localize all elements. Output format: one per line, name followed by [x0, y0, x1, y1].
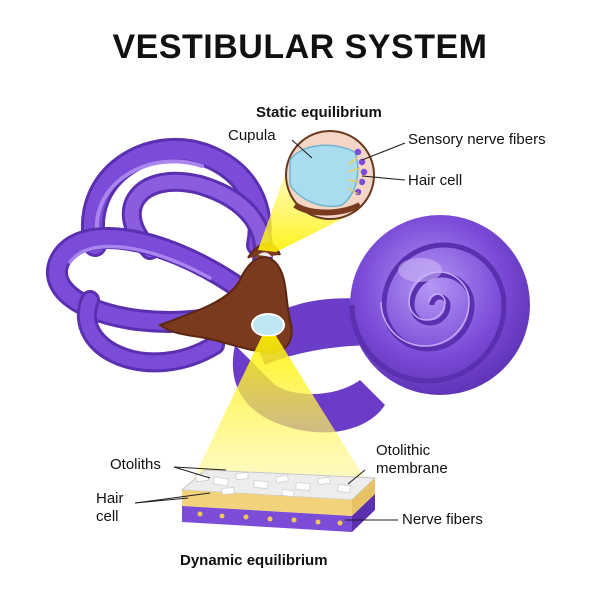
label-hair-cell-top: Hair cell [408, 172, 463, 189]
label-hair-cell-bottom-2: cell [96, 508, 119, 525]
label-otoliths: Otoliths [110, 456, 161, 473]
semicircular-canals [46, 137, 274, 373]
label-nerve-fibers: Nerve fibers [402, 511, 483, 528]
label-cupula: Cupula [228, 127, 276, 144]
static-equilibrium-heading: Static equilibrium [256, 104, 382, 121]
dynamic-equilibrium-heading: Dynamic equilibrium [180, 552, 328, 569]
static-magnifier [285, 130, 375, 220]
page-title: VESTIBULAR SYSTEM [112, 28, 488, 66]
leader-lines [134, 139, 406, 521]
cochlea [349, 215, 530, 395]
dynamic-beam [188, 336, 372, 490]
label-otolithic-membrane-1: Otolithic [376, 442, 431, 459]
label-hair-cell-bottom-1: Hair [96, 490, 124, 507]
label-sensory-nerve-fibers: Sensory nerve fibers [408, 131, 546, 148]
label-otolithic-membrane-2: membrane [376, 460, 448, 477]
otolith-block [180, 469, 377, 532]
